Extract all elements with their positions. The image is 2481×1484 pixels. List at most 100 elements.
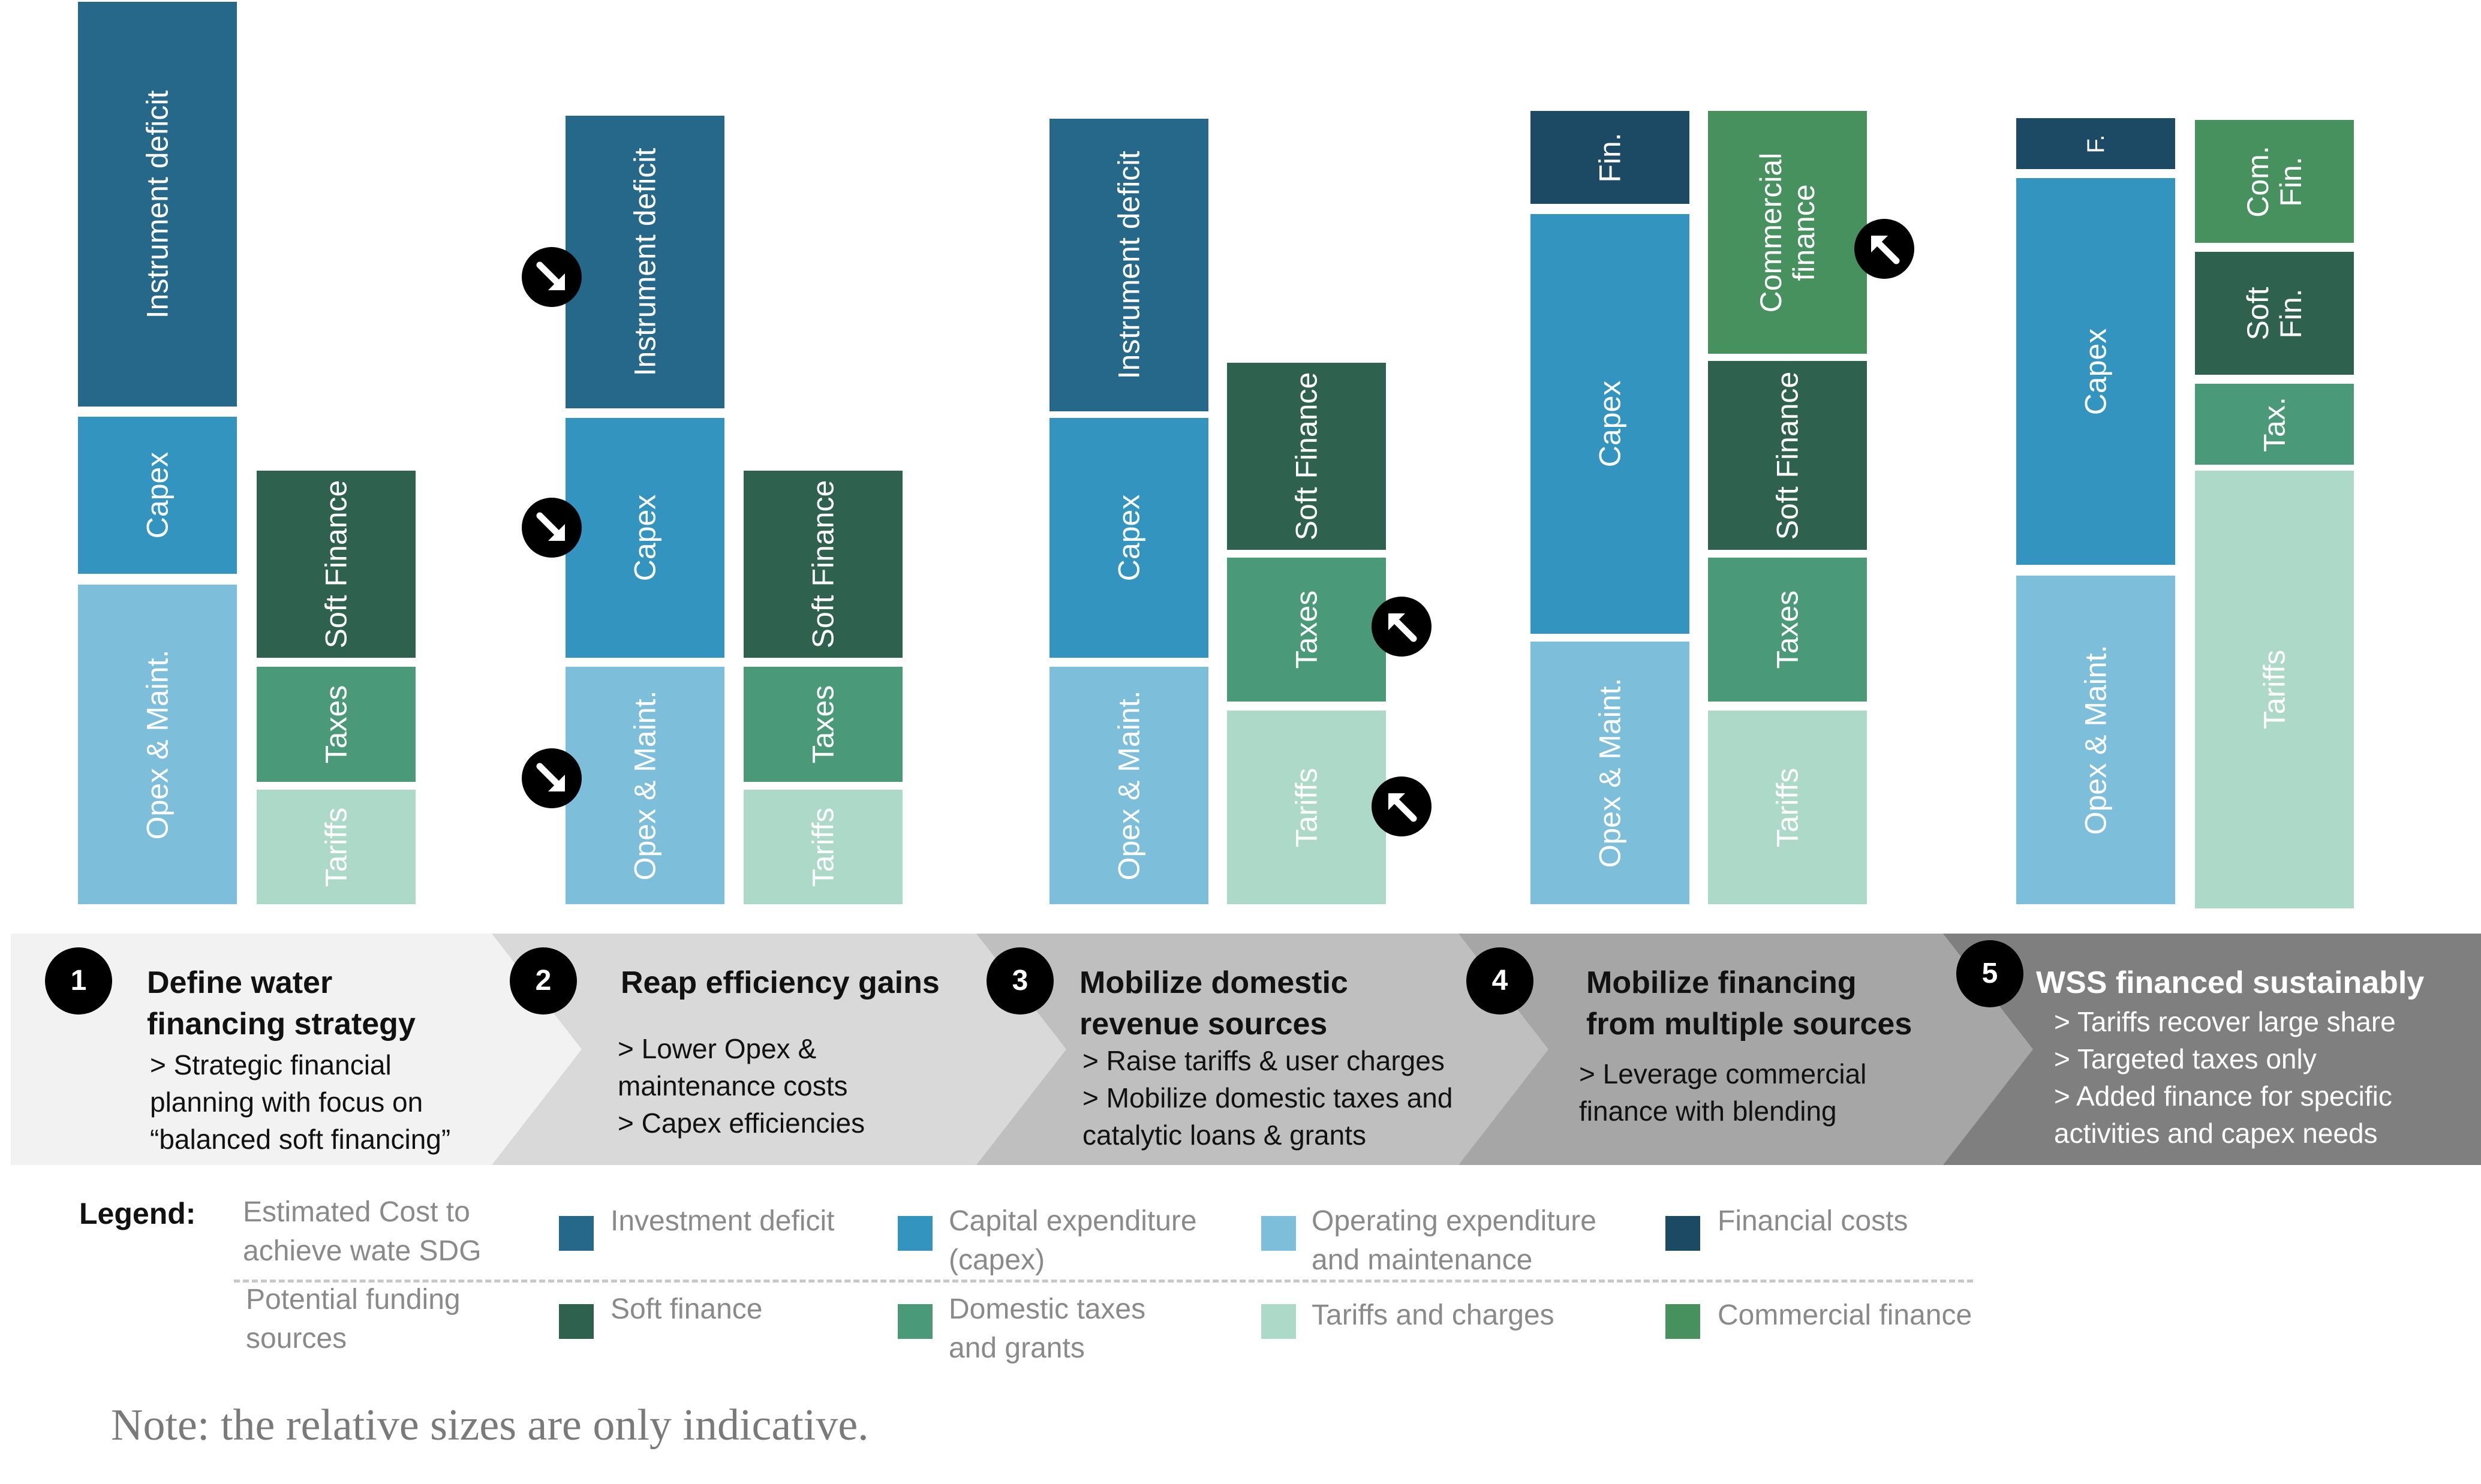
block-label: Taxes [319,685,353,764]
legend-swatch-tariffs [1261,1304,1296,1339]
block-label: Commercial finance [1754,152,1821,312]
arrow-up-right-icon [1372,776,1432,836]
block-taxes: Taxes [1227,558,1386,702]
block-opex: Opex & Maint. [1049,667,1208,904]
step-title: Mobilize financing from multiple sources [1586,965,1912,1042]
legend-swatch-commercial-finance [1665,1304,1700,1339]
block-opex: Opex & Maint. [1530,642,1689,904]
block-tariffs: Tariffs [2195,471,2354,908]
legend-soft-finance: Soft finance [611,1293,763,1325]
block-commercial-finance: Commercial finance [1708,111,1867,354]
block-capex: Capex [1530,214,1689,634]
block-capex: Capex [566,418,724,658]
step-title: Mobilize domestic revenue sources [1079,965,1348,1042]
block-label: Tariffs [319,807,353,887]
step-number-badge: 4 [1466,947,1533,1015]
block-label: Opex & Maint. [1112,690,1145,881]
block-label: Soft Finance [806,480,840,649]
block-label: Instrument deficit [628,148,661,377]
step-chevron [976,934,1618,1165]
legend-opex: Operating expenditure and maintenance [1312,1205,1596,1276]
block-label: Capex [140,451,174,539]
block-label: Instrument deficit [1112,150,1145,380]
step-chevron [1458,934,2100,1165]
block-label: Taxes [1770,590,1804,669]
block-label: Fin. [1593,132,1626,183]
block-taxes: Taxes [257,667,416,782]
block-taxes: Taxes [1708,558,1867,702]
step-chevron [1943,934,2481,1165]
block-label: Soft Finance [319,480,353,649]
legend-taxes: Domestic taxes and grants [949,1293,1146,1364]
block-soft-finance: Soft Finance [744,471,903,658]
step-number-badge: 2 [510,947,577,1015]
step-title: Define water financing strategy [147,965,416,1042]
legend-swatch-soft-finance [559,1304,594,1339]
legend-investment-deficit: Investment deficit [611,1205,835,1237]
block-taxes: Tax. [2195,384,2354,465]
block-label: Tariffs [806,807,840,887]
arrow-up-right-icon [1854,219,1914,279]
step-title: Reap efficiency gains [621,965,940,1000]
step-chevron [492,934,1133,1165]
legend-commercial-finance: Commercial finance [1718,1299,1972,1331]
block-label: Capex [2079,328,2112,415]
arrow-down-right-icon [522,247,582,307]
block-taxes: Taxes [744,667,903,782]
block-label: Tariffs [1770,767,1804,847]
legend-swatch-taxes [898,1304,933,1339]
legend-funding-label: Potential funding sources [246,1284,461,1354]
block-label: Tariffs [2257,649,2291,730]
legend-tariffs: Tariffs and charges [1312,1299,1554,1331]
arrow-down-right-icon [522,498,582,558]
block-tariffs: Tariffs [1708,711,1867,904]
block-financial-costs: F. [2016,118,2175,169]
step-description: > Strategic financial planning with focu… [150,1049,451,1155]
block-label: F. [2082,134,2109,153]
legend-divider [234,1280,1973,1283]
block-label: Com. Fin. [2241,145,2308,218]
step-description: > Leverage commercial finance with blend… [1579,1058,1867,1127]
step-description: > Lower Opex & maintenance costs > Capex… [618,1033,865,1139]
block-tariffs: Tariffs [744,790,903,904]
step-number-badge: 5 [1956,940,2023,1007]
step-number-badge: 1 [45,947,112,1015]
block-investment-deficit: Instrument deficit [78,2,237,407]
legend-swatch-financial-costs [1665,1216,1700,1251]
block-capex: Capex [2016,178,2175,565]
block-label: Opex & Maint. [2079,645,2112,835]
block-opex: Opex & Maint. [78,585,237,904]
block-capex: Capex [78,417,237,574]
legend-heading: Legend: [79,1197,196,1230]
block-investment-deficit: Instrument deficit [1049,119,1208,411]
block-label: Soft Fin. [2241,287,2308,340]
block-label: Tariffs [1289,767,1323,847]
block-label: Taxes [1289,590,1323,669]
block-tariffs: Tariffs [1227,711,1386,904]
block-label: Tax. [2257,396,2291,452]
step-number-badge: 3 [987,947,1054,1015]
block-soft-finance: Soft Finance [257,471,416,658]
block-label: Capex [628,494,661,582]
block-label: Taxes [806,685,840,764]
step-description: > Raise tariffs & user charges > Mobiliz… [1082,1045,1453,1151]
block-label: Soft Finance [1770,371,1804,540]
block-label: Instrument deficit [140,90,174,318]
legend-swatch-opex [1261,1216,1296,1251]
block-capex: Capex [1049,418,1208,658]
step-description: > Tariffs recover large share > Targeted… [2054,1006,2396,1149]
block-soft-finance: Soft Finance [1227,363,1386,550]
block-tariffs: Tariffs [257,790,416,904]
legend-capex: Capital expenditure (capex) [949,1205,1197,1276]
block-label: Opex & Maint. [628,690,661,881]
step-title: WSS financed sustainably [2036,965,2425,1000]
arrow-up-right-icon [1372,597,1432,657]
legend-cost-label: Estimated Cost to achieve wate SDG [243,1196,482,1267]
block-soft-finance: Soft Finance [1708,361,1867,550]
block-commercial-finance: Com. Fin. [2195,120,2354,243]
block-label: Opex & Maint. [1593,678,1626,868]
block-soft-finance: Soft Fin. [2195,252,2354,375]
block-label: Soft Finance [1289,372,1323,541]
legend-swatch-capex [898,1216,933,1251]
block-opex: Opex & Maint. [566,667,724,904]
